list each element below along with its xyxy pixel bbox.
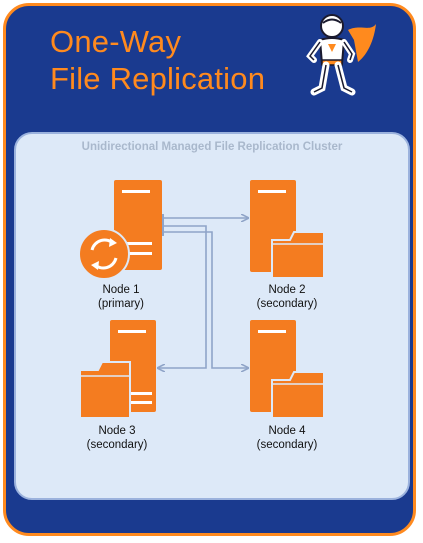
node-1-label: Node 1 (primary) bbox=[66, 283, 176, 311]
folder-icon bbox=[79, 361, 131, 419]
node-1-name: Node 1 bbox=[102, 284, 140, 296]
node-2-label: Node 2 (secondary) bbox=[232, 283, 342, 311]
page-title-line2: File Replication bbox=[50, 61, 266, 96]
arrow-icon bbox=[158, 225, 207, 368]
node-3-role: (secondary) bbox=[86, 439, 148, 451]
node-2-name: Node 2 bbox=[268, 284, 306, 296]
node-1-icon bbox=[78, 180, 162, 280]
node-4-role: (secondary) bbox=[256, 439, 318, 451]
replication-connectors bbox=[158, 218, 248, 368]
node-4-label: Node 4 (secondary) bbox=[232, 424, 342, 452]
superhero-mascot-icon bbox=[306, 14, 376, 96]
folder-icon bbox=[271, 231, 325, 279]
node-3-icon bbox=[79, 320, 156, 419]
node-3-name: Node 3 bbox=[98, 425, 136, 437]
sync-icon bbox=[78, 228, 130, 280]
node-4-icon bbox=[250, 320, 325, 419]
node-2-role: (secondary) bbox=[256, 298, 318, 310]
node-2-icon bbox=[250, 180, 325, 279]
folder-icon bbox=[271, 371, 325, 419]
cluster-title: Unidirectional Managed File Replication … bbox=[81, 141, 343, 153]
node-1-role: (primary) bbox=[98, 298, 144, 310]
node-3-label: Node 3 (secondary) bbox=[62, 424, 172, 452]
arrow-icon bbox=[162, 231, 248, 368]
node-4-name: Node 4 bbox=[268, 425, 306, 437]
page-title-line1: One-Way bbox=[50, 24, 182, 59]
